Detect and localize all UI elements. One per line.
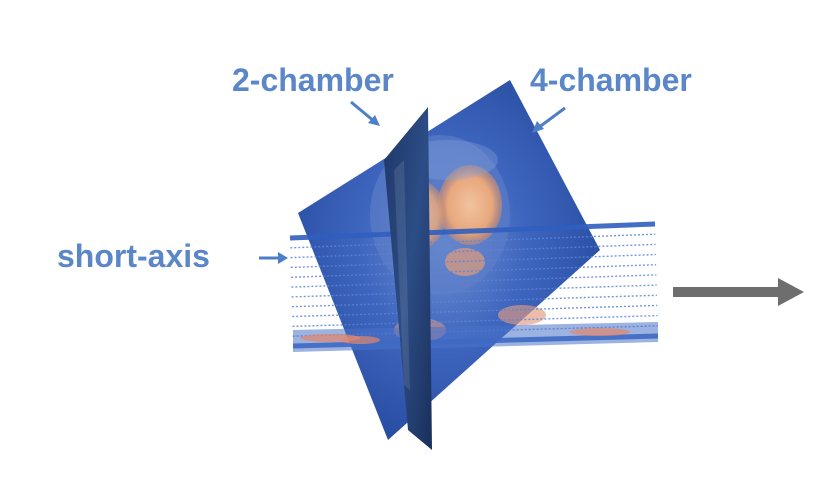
four-chamber-plane <box>298 80 600 440</box>
short-axis-basal-slice <box>293 322 658 352</box>
short-axis-tissue-highlight <box>570 328 630 336</box>
short-axis-slice <box>291 264 657 278</box>
two-chamber-plane <box>384 107 432 450</box>
short-axis-slice <box>291 284 657 298</box>
short-axis-slice <box>291 274 657 288</box>
right-arrow-icon <box>673 278 804 306</box>
short-axis-slice <box>292 304 658 318</box>
four-chamber-label: 4-chamber <box>530 62 692 98</box>
two-chamber-label: 2-chamber <box>232 62 394 98</box>
short-axis-tissue-highlight <box>340 336 380 344</box>
two-chamber-pointer-arrow <box>350 100 380 126</box>
short-axis-slice <box>290 233 656 249</box>
short-axis-label: short-axis <box>57 238 210 274</box>
short-axis-slice <box>290 253 656 269</box>
short-axis-stack <box>289 221 659 352</box>
short-axis-slice <box>290 243 656 259</box>
short-axis-slice <box>291 294 657 308</box>
short-axis-slice <box>292 314 658 328</box>
four-chamber-pointer-arrow <box>532 106 566 133</box>
short-axis-slice <box>289 221 656 241</box>
short-axis-pointer-arrow <box>259 252 288 264</box>
